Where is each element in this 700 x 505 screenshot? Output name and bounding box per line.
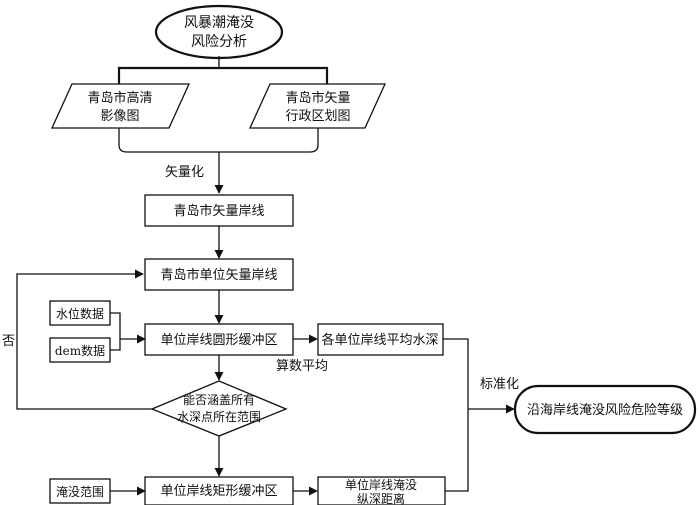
start-node: 风暴潮淹没 风险分析 <box>154 4 284 60</box>
water-data-node: 水位数据 <box>49 300 111 326</box>
result-label: 沿海岸线淹没风险危险等级 <box>527 402 683 418</box>
edge-label-vectorize: 矢量化 <box>165 165 204 180</box>
start-label-line1: 风暴潮淹没 <box>184 15 254 31</box>
dem-data-label: dem数据 <box>55 343 105 358</box>
input-admin-label-line2: 行政区划图 <box>285 109 350 124</box>
vector-coast-node: 青岛市矢量岸线 <box>144 194 294 227</box>
circle-buffer-label: 单位岸线圆形缓冲区 <box>160 333 277 348</box>
circle-buffer-node: 单位岸线圆形缓冲区 <box>144 323 294 356</box>
unit-coast-node: 青岛市单位矢量岸线 <box>144 258 294 291</box>
edge-label-average: 算数平均 <box>276 359 328 374</box>
decision-node: 能否涵盖所有 水深点所在范围 <box>150 380 288 437</box>
input-image-node: 青岛市高清 影像图 <box>50 83 191 129</box>
flood-distance-label-line2: 纵深距离 <box>357 491 405 505</box>
vector-coast-label: 青岛市矢量岸线 <box>173 203 264 219</box>
decision-label-line2: 水深点所在范围 <box>177 410 261 424</box>
unit-coast-label: 青岛市单位矢量岸线 <box>160 267 277 283</box>
flood-range-label: 淹没范围 <box>56 484 104 499</box>
edge-label-standardize: 标准化 <box>480 377 519 392</box>
decision-label-line1: 能否涵盖所有 <box>183 393 255 407</box>
start-label-line2: 风险分析 <box>191 34 247 50</box>
input-admin-node: 青岛市矢量 行政区划图 <box>248 83 387 129</box>
result-node: 沿海岸线淹没风险危险等级 <box>513 384 697 435</box>
input-admin-label-line1: 青岛市矢量 <box>285 90 350 106</box>
input-image-label-line2: 影像图 <box>100 109 139 124</box>
input-image-label-line1: 青岛市高清 <box>87 90 152 106</box>
water-data-label: 水位数据 <box>56 306 104 321</box>
connectors <box>16 56 515 496</box>
flood-distance-label-line1: 单位岸线淹没 <box>345 477 417 492</box>
flood-range-node: 淹没范围 <box>49 478 111 504</box>
avg-depth-label: 各单位岸线平均水深 <box>321 332 438 348</box>
edge-label-no: 否 <box>2 334 15 349</box>
rect-buffer-node: 单位岸线矩形缓冲区 <box>144 476 294 505</box>
dem-data-node: dem数据 <box>49 337 111 363</box>
flood-distance-node: 单位岸线淹没 纵深距离 <box>317 476 446 505</box>
avg-depth-node: 各单位岸线平均水深 <box>317 323 444 356</box>
rect-buffer-label: 单位岸线矩形缓冲区 <box>160 484 277 499</box>
